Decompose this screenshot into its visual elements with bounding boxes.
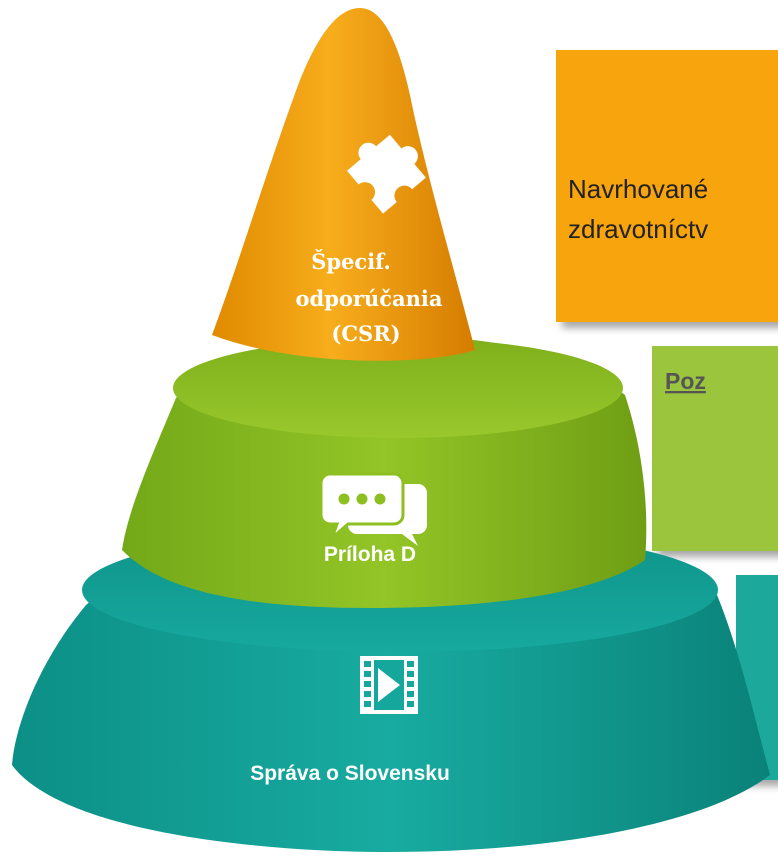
- tier-annex-top: [173, 338, 623, 438]
- green-info-box: [652, 346, 778, 551]
- orange-box-text-line2: zdravotníctv: [568, 214, 708, 244]
- film-play-icon: [360, 656, 418, 714]
- tier-report-label: Správa o Slovensku: [250, 762, 450, 785]
- orange-box-text-line1: Navrhované: [568, 174, 708, 204]
- orange-info-box: [556, 50, 778, 322]
- tier-annex[interactable]: Príloha D: [122, 336, 647, 608]
- tier-csr-label-line2: odporúčania: [296, 286, 443, 311]
- tier-csr[interactable]: Špecif. odporúčania (CSR): [212, 8, 475, 361]
- tier-csr-label-line3: (CSR): [331, 321, 400, 346]
- puzzle-icon: [346, 134, 426, 214]
- green-box-heading: Poz: [665, 368, 706, 394]
- tier-annex-label: Príloha D: [324, 543, 416, 566]
- chat-bubbles-icon: [319, 472, 427, 546]
- tier-csr-body: [212, 8, 475, 361]
- tier-csr-label-line1: Špecif.: [311, 249, 391, 274]
